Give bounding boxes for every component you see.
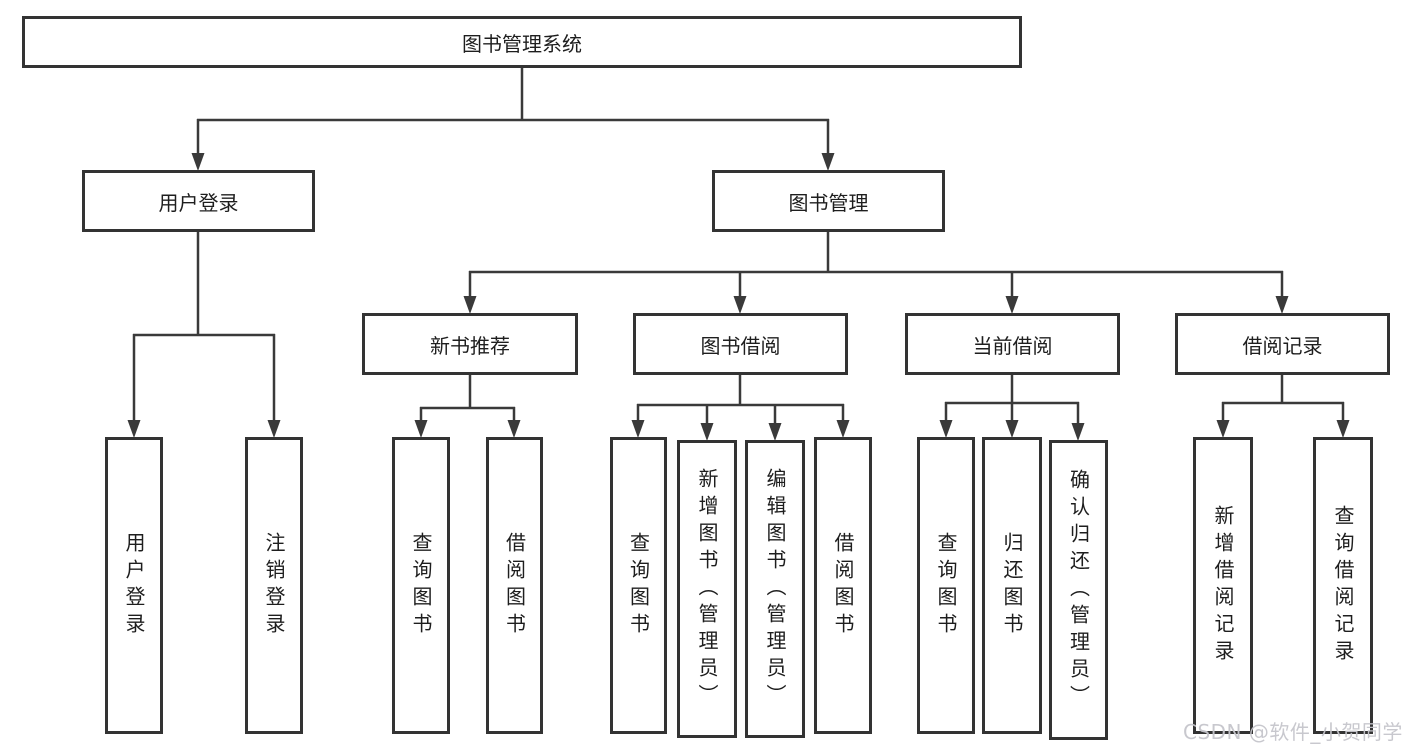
node-current-borrowing-label: 当前借阅 — [972, 333, 1053, 358]
leaf-borrowing-add-books-admin-label: 新增图书（管理员） — [695, 467, 719, 711]
leaf-records-query-record: 查询借阅记录 — [1313, 437, 1373, 734]
csdn-watermark: CSDN @软件_小贺同学 — [1183, 720, 1403, 744]
leaf-current-query-books-label: 查询图书 — [934, 531, 958, 640]
leaf-user-login: 用户登录 — [105, 437, 163, 734]
leaf-logout-label: 注销登录 — [262, 531, 286, 640]
arrowheads — [127, 153, 1350, 441]
node-book-borrowing: 图书借阅 — [633, 313, 848, 375]
leaf-borrowing-query-books: 查询图书 — [610, 437, 667, 734]
node-book-borrowing-label: 图书借阅 — [700, 333, 781, 358]
leaf-borrowing-add-books-admin: 新增图书（管理员） — [677, 440, 737, 738]
leaf-user-login-label: 用户登录 — [122, 531, 146, 640]
leaf-current-return-books: 归还图书 — [982, 437, 1042, 734]
node-user-login-label: 用户登录 — [158, 190, 239, 215]
node-new-book-recommend-label: 新书推荐 — [430, 333, 510, 358]
leaf-borrowing-edit-books-admin: 编辑图书（管理员） — [745, 440, 805, 738]
leaf-logout: 注销登录 — [245, 437, 303, 734]
node-current-borrowing: 当前借阅 — [905, 313, 1120, 375]
leaf-records-add-record-label: 新增借阅记录 — [1211, 504, 1235, 667]
leaf-current-return-books-label: 归还图书 — [1000, 531, 1024, 640]
leaf-borrowing-query-books-label: 查询图书 — [626, 531, 651, 640]
leaf-borrowing-edit-books-admin-label: 编辑图书（管理员） — [763, 467, 787, 711]
leaf-current-confirm-return-admin-label: 确认归还（管理员） — [1066, 468, 1091, 712]
leaf-borrowing-borrow-books-label: 借阅图书 — [831, 531, 855, 640]
leaf-newrec-query-books-label: 查询图书 — [409, 531, 433, 640]
leaf-records-query-record-label: 查询借阅记录 — [1331, 504, 1355, 667]
leaf-borrowing-borrow-books: 借阅图书 — [814, 437, 872, 734]
connector-segments — [132, 68, 1345, 425]
leaf-current-query-books: 查询图书 — [917, 437, 975, 734]
leaf-newrec-borrow-books: 借阅图书 — [486, 437, 543, 734]
node-root-label: 图书管理系统 — [462, 31, 582, 56]
node-borrowing-records: 借阅记录 — [1175, 313, 1390, 375]
leaf-newrec-borrow-books-label: 借阅图书 — [502, 531, 527, 640]
leaf-records-add-record: 新增借阅记录 — [1193, 437, 1253, 734]
node-book-management: 图书管理 — [712, 170, 945, 232]
leaf-current-confirm-return-admin: 确认归还（管理员） — [1049, 440, 1108, 740]
node-borrowing-records-label: 借阅记录 — [1242, 333, 1323, 358]
leaf-newrec-query-books: 查询图书 — [392, 437, 450, 734]
node-book-management-label: 图书管理 — [788, 190, 869, 215]
node-root-system: 图书管理系统 — [22, 16, 1022, 68]
node-new-book-recommend: 新书推荐 — [362, 313, 578, 375]
node-user-login: 用户登录 — [82, 170, 315, 232]
